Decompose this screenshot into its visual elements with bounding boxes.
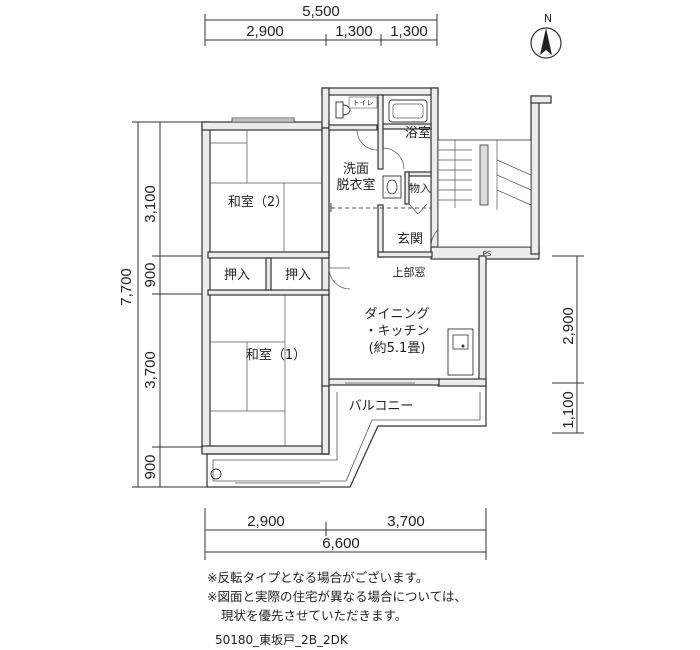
notes: ※反転タイプとなる場合がございます。 ※図面と実際の住宅が異なる場合については、… [207,568,467,625]
note-line-3: 現状を優先させていただきます。 [221,608,408,623]
label-transom-window: 上部窓 [393,265,426,279]
plan-code: 50180_東坂戸_2B_2DK [215,633,348,647]
dim-top-seg-3: 1,300 [390,23,428,40]
note-line-1: ※反転タイプとなる場合がございます。 [207,570,429,585]
top-window [231,117,295,123]
label-balcony: バルコニー [349,399,414,414]
dim-bottom-total: 6,600 [322,535,360,552]
balcony-outline [206,386,487,488]
dim-left-seg-1: 3,100 [142,185,159,223]
compass-label: N [544,12,552,25]
label-bath: 浴室 [405,125,431,141]
top-dimensions: 5,500 2,900 1,300 1,300 [204,3,438,46]
label-dk-line1: ダイニング [364,307,429,322]
right-dimensions: 2,900 1,100 [552,255,584,434]
label-dk-line3: (約5.1畳) [369,341,426,356]
label-japanese-room-2: 和室（2） [228,194,288,210]
dim-bottom-seg-1: 2,900 [247,513,285,530]
tatami-room-2 [210,130,322,252]
left-dimensions: 7,700 3,100 900 3,700 900 [118,121,208,488]
dim-top-seg-2: 1,300 [335,23,373,40]
tatami-room-1 [210,295,286,446]
dim-right-seg-2: 1,100 [560,391,577,429]
bottom-dimensions: 2,900 3,700 6,600 [204,508,487,560]
dim-left-seg-3: 3,700 [142,351,159,389]
dim-left-total: 7,700 [118,268,135,306]
staircase [437,139,532,248]
label-dk-line2: ・キッチン [364,324,429,339]
label-closet-right: 押入 [285,268,311,283]
dim-bottom-seg-2: 3,700 [387,513,425,530]
dim-left-seg-4: 900 [142,454,159,479]
dim-top-total: 5,500 [302,3,340,20]
dim-top-seg-1: 2,900 [246,23,284,40]
label-toilet: トイレ [353,99,374,107]
dim-left-seg-2: 900 [142,262,159,287]
fixtures [335,96,474,376]
exterior-walls [201,87,552,455]
note-line-2: ※図面と実際の住宅が異なる場合については、 [207,589,467,604]
north-compass-icon: N [530,12,562,59]
label-japanese-room-1: 和室（1） [246,347,306,363]
label-ps: PS [483,250,492,258]
label-storage-small: 物入 [409,181,431,195]
label-closet-left: 押入 [224,268,250,283]
interior-walls [207,94,433,387]
label-entrance: 玄関 [397,232,423,247]
label-washroom-line2: 脱衣室 [336,177,375,193]
label-washroom-line1: 洗面 [343,162,369,177]
dim-right-seg-1: 2,900 [560,307,577,345]
